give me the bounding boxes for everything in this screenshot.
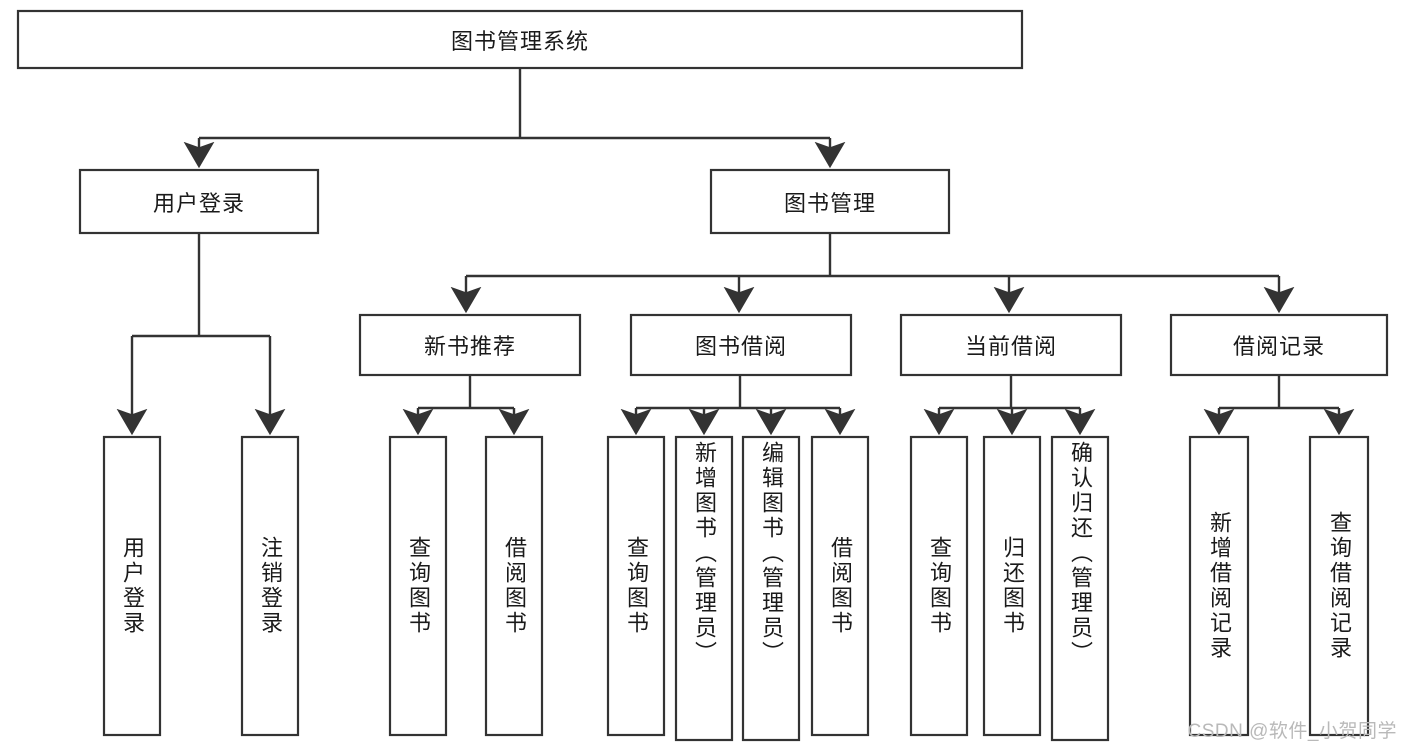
node-root-box[interactable] xyxy=(16,9,1024,70)
edge-group-new-book-recommend xyxy=(402,375,530,436)
edge-group-book-manage xyxy=(450,233,1295,314)
node-leaf-borrow-book-1-box[interactable] xyxy=(484,435,544,737)
edge-group-user-login xyxy=(116,233,286,436)
node-leaf-confirm-return-box[interactable] xyxy=(1050,435,1110,742)
node-book-manage-box[interactable] xyxy=(709,168,951,235)
edge-group-borrow-record xyxy=(1203,375,1355,436)
edge-group-current-borrow xyxy=(923,375,1096,436)
node-leaf-logout-box[interactable] xyxy=(240,435,300,737)
node-leaf-query-record-box[interactable] xyxy=(1308,435,1370,737)
node-borrow-record-box[interactable] xyxy=(1169,313,1389,377)
node-leaf-user-login-box[interactable] xyxy=(102,435,162,737)
node-new-book-recommend-box[interactable] xyxy=(358,313,582,377)
edge-group-book-borrow xyxy=(620,375,856,436)
edge-group-root xyxy=(183,68,846,169)
node-leaf-borrow-book-2-box[interactable] xyxy=(810,435,870,737)
node-current-borrow-box[interactable] xyxy=(899,313,1123,377)
csdn-watermark: CSDN @软件_小贺同学 xyxy=(1187,721,1397,742)
node-leaf-query-book-3-box[interactable] xyxy=(909,435,969,737)
node-book-borrow-box[interactable] xyxy=(629,313,853,377)
node-leaf-add-book-box[interactable] xyxy=(674,435,734,742)
node-leaf-return-book-box[interactable] xyxy=(982,435,1042,737)
node-leaf-add-record-box[interactable] xyxy=(1188,435,1250,737)
node-leaf-query-book-2-box[interactable] xyxy=(606,435,666,737)
node-leaf-edit-book-box[interactable] xyxy=(741,435,801,742)
node-user-login-box[interactable] xyxy=(78,168,320,235)
node-leaf-query-book-1-box[interactable] xyxy=(388,435,448,737)
